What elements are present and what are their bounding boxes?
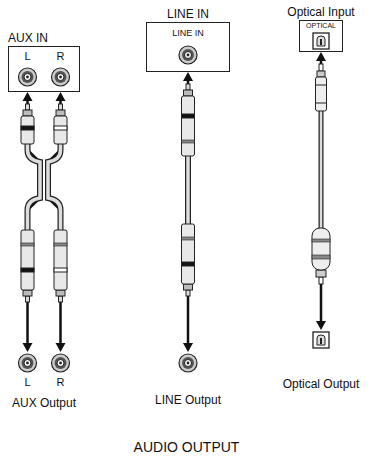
- rca-jack: [179, 46, 197, 64]
- rca-plug: [21, 104, 34, 144]
- line-plug: [182, 84, 195, 156]
- rca-jack: [55, 357, 67, 369]
- rca-jack: [52, 68, 70, 86]
- channel-label: L: [11, 50, 44, 63]
- channel-label: LINE IN: [153, 28, 223, 39]
- rca-jack: [57, 360, 64, 367]
- panel-heading: Optical Input: [281, 4, 361, 20]
- rca-jack: [182, 49, 194, 61]
- rca-jack: [19, 68, 37, 86]
- rca-plug: [54, 230, 67, 302]
- cable-arrow: [316, 52, 326, 330]
- rca-jack: [59, 76, 62, 79]
- rca-jack: [55, 71, 67, 83]
- arrowhead: [316, 52, 326, 61]
- rca-jack: [153, 44, 223, 66]
- aux-in-panel: AUX IN LR: [8, 30, 80, 92]
- line-output-jack: LINE Output: [140, 352, 236, 408]
- port-name: Optical Output: [274, 376, 368, 392]
- channel-label: R: [44, 50, 77, 63]
- rca-jack: [185, 52, 192, 59]
- rca-plug: [21, 230, 34, 302]
- label-row: LINE IN: [153, 28, 223, 39]
- aux-wire-right: [48, 140, 61, 234]
- rca-jack: [19, 354, 37, 372]
- optical-output-port: Optical Output: [274, 330, 368, 392]
- rca-jack: [52, 354, 70, 372]
- rca-jack: [179, 354, 197, 372]
- panel-heading: AUX IN: [8, 30, 80, 46]
- rca-jack: [24, 74, 31, 81]
- label-row: LR: [8, 376, 80, 389]
- label-row: OPTICAL: [301, 21, 341, 30]
- optical-socket: [301, 31, 341, 51]
- optical-socket: [313, 33, 329, 49]
- panel-outline: LR: [8, 46, 80, 92]
- rca-jack: [182, 357, 194, 369]
- rca-jack: [24, 360, 31, 367]
- optical-wire: [320, 105, 323, 232]
- rca-jack: [22, 357, 34, 369]
- arrowhead: [316, 321, 326, 330]
- arrowhead: [183, 72, 193, 81]
- rca-plug: [54, 104, 67, 144]
- panel-outline: OPTICAL: [299, 20, 343, 52]
- channel-label: R: [44, 376, 77, 389]
- optical-plug: [312, 228, 330, 284]
- port-name: LINE Output: [140, 392, 236, 408]
- optical-plug: [316, 64, 327, 111]
- optical-input-panel: Optical InputOPTICAL: [281, 4, 361, 52]
- aux-wire-left: [28, 140, 41, 234]
- optical-socket: [313, 332, 329, 348]
- line-in-panel: LINE IN LINE IN: [146, 6, 230, 72]
- arrowhead: [56, 92, 66, 101]
- rca-jack: [59, 362, 62, 365]
- optical-socket: [317, 36, 325, 46]
- line-plug: [182, 224, 195, 296]
- name-holder: Optical Output: [274, 376, 368, 392]
- optical-socket: [317, 335, 325, 345]
- panel-outline: LINE IN: [146, 22, 230, 72]
- rca-jack: [26, 76, 29, 79]
- rca-jack: [185, 360, 192, 367]
- aux-wire-left: [28, 140, 41, 234]
- aux-wire: [28, 140, 61, 234]
- caption: AUDIO OUTPUT: [0, 438, 373, 456]
- optical-socket: [320, 338, 322, 344]
- rca-jack: [22, 71, 34, 83]
- arrowhead: [23, 343, 33, 352]
- rca-jack: [168, 352, 208, 374]
- line-wire: [185, 150, 191, 230]
- rca-jack: [187, 54, 190, 57]
- channel-label: L: [11, 376, 44, 389]
- panel-heading: LINE IN: [146, 6, 230, 22]
- rca-jack: [11, 352, 77, 374]
- rca-jack: [187, 362, 190, 365]
- optical-wire: [319, 105, 324, 232]
- rca-jack: [26, 362, 29, 365]
- arrowhead: [183, 343, 193, 352]
- aux-wire-right: [48, 140, 61, 234]
- rca-jack: [11, 66, 77, 88]
- optical-socket: [320, 39, 322, 45]
- name-holder: LINE Output: [140, 392, 236, 408]
- aux-output-jacks: LR AUX Output: [8, 352, 80, 411]
- optical-socket: [301, 330, 341, 350]
- arrowhead: [56, 343, 66, 352]
- line-wire: [186, 150, 190, 230]
- name-holder: AUX Output: [8, 395, 80, 411]
- arrowhead: [23, 92, 33, 101]
- channel-label: OPTICAL: [301, 21, 341, 30]
- label-row: LR: [11, 50, 77, 63]
- rca-jack: [57, 74, 64, 81]
- port-name: AUX Output: [8, 395, 80, 411]
